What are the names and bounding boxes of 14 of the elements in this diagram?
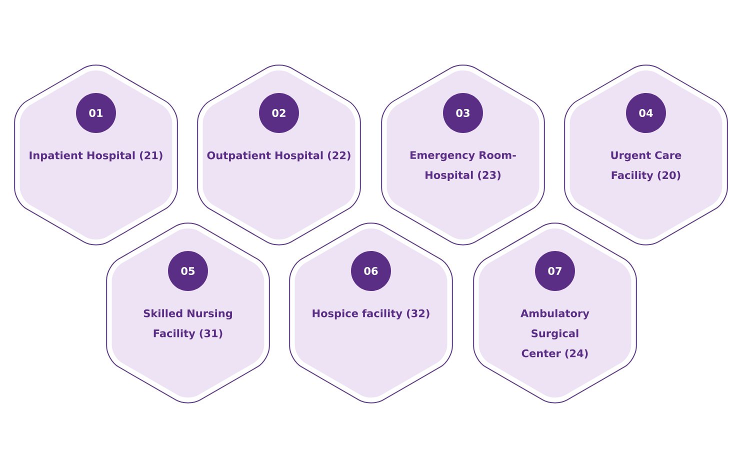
number-badge: 04 (626, 93, 666, 133)
number-badge: 06 (351, 251, 391, 291)
number-badge: 03 (443, 93, 483, 133)
number-badge: 01 (76, 93, 116, 133)
hexagon-card: 07 Ambulatory Surgical Center (24) (473, 222, 637, 404)
hexagon-card: 02 Outpatient Hospital (22) (197, 64, 361, 246)
number-badge: 02 (259, 93, 299, 133)
hexagon-card: 05 Skilled Nursing Facility (31) (106, 222, 270, 404)
number-badge: 05 (168, 251, 208, 291)
hexagon-card: 06 Hospice facility (32) (289, 222, 453, 404)
hexagon-card: 04 Urgent Care Facility (20) (564, 64, 728, 246)
hexagon-card: 03 Emergency Room-Hospital (23) (381, 64, 545, 246)
number-badge: 07 (535, 251, 575, 291)
hexagon-card: 01 Inpatient Hospital (21) (14, 64, 178, 246)
